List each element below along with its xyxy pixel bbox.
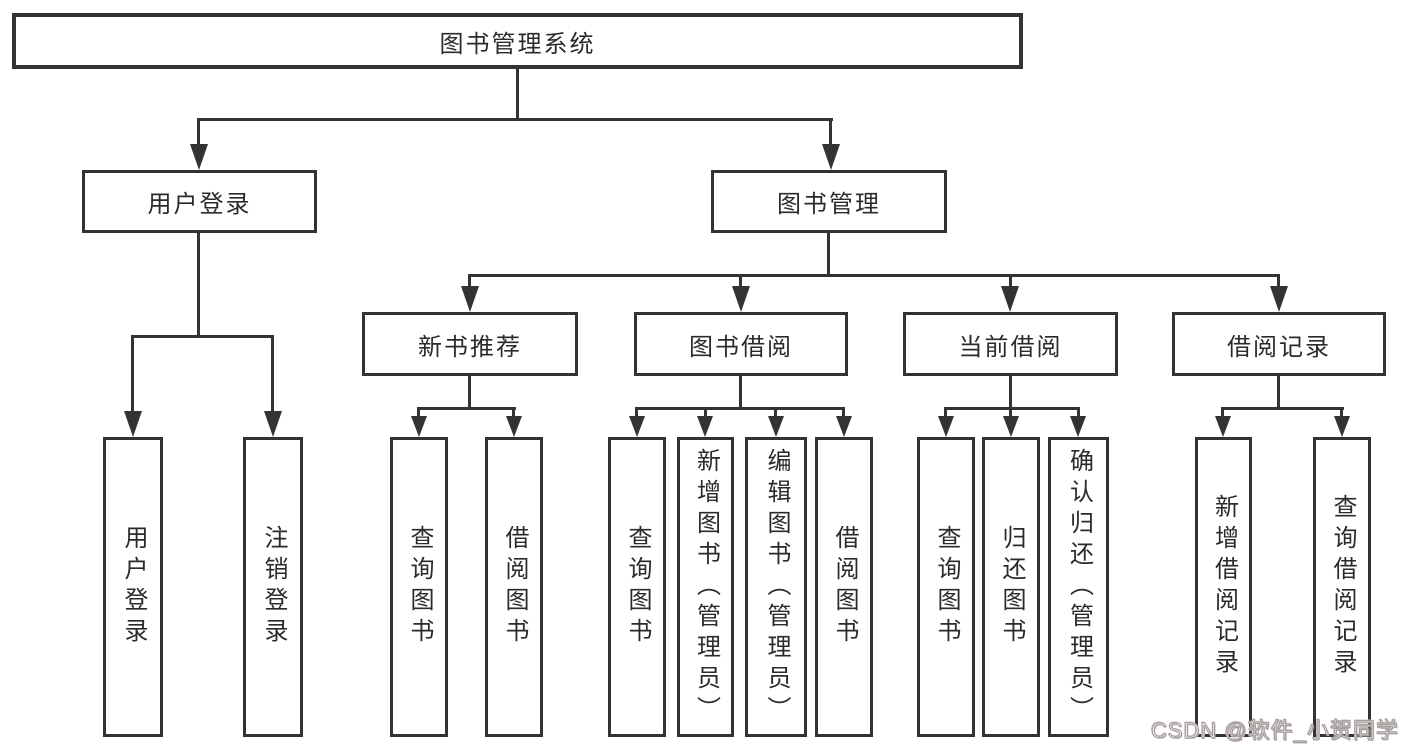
node-user-login-leaf: 用户登录 — [103, 437, 163, 737]
connector-line — [468, 274, 1280, 277]
arrow-down-icon — [697, 416, 713, 437]
node-label: 新增借阅记录 — [1210, 494, 1238, 680]
node-logout-leaf: 注销登录 — [243, 437, 303, 737]
arrow-down-icon — [732, 286, 750, 312]
node-current-borrow: 当前借阅 — [903, 312, 1118, 376]
node-label: 借阅图书 — [831, 525, 858, 649]
node-label: 用户登录 — [120, 525, 147, 649]
node-query-books-current: 查询图书 — [917, 437, 975, 737]
arrow-down-icon — [1003, 416, 1019, 437]
connector-line — [944, 407, 1080, 410]
arrow-down-icon — [461, 286, 479, 312]
connector-line — [635, 407, 845, 410]
connector-line — [1221, 410, 1224, 418]
node-borrow-books-recommend: 借阅图书 — [485, 437, 543, 737]
connector-line — [197, 121, 200, 147]
node-book-borrow: 图书借阅 — [634, 312, 848, 376]
node-borrow-records: 借阅记录 — [1172, 312, 1386, 376]
connector-line — [704, 410, 707, 418]
node-add-borrow-record: 新增借阅记录 — [1195, 437, 1252, 737]
node-borrow-books-leaf: 借阅图书 — [815, 437, 873, 737]
arrow-down-icon — [264, 411, 282, 437]
node-query-books-borrow: 查询图书 — [608, 437, 666, 737]
node-label: 新增图书（管理员） — [692, 447, 720, 727]
connector-line — [1009, 410, 1012, 418]
node-label: 查询图书 — [933, 525, 960, 649]
node-query-borrow-record: 查询借阅记录 — [1313, 437, 1371, 737]
connector-line — [468, 376, 471, 410]
connector-line — [842, 410, 845, 418]
connector-line — [1277, 277, 1280, 289]
connector-line — [516, 69, 519, 118]
arrow-down-icon — [1334, 416, 1350, 437]
node-label: 注销登录 — [260, 525, 287, 649]
node-user-login: 用户登录 — [82, 170, 317, 233]
connector-line — [1009, 277, 1012, 289]
arrow-down-icon — [822, 144, 840, 170]
arrow-down-icon — [768, 416, 784, 437]
connector-line — [827, 233, 830, 277]
node-label: 借阅图书 — [501, 525, 528, 649]
connector-line — [1277, 376, 1280, 410]
connector-line — [1221, 407, 1344, 410]
node-return-book: 归还图书 — [982, 437, 1040, 737]
connector-line — [197, 233, 200, 335]
arrow-down-icon — [411, 416, 427, 437]
arrow-down-icon — [1001, 286, 1019, 312]
arrow-down-icon — [190, 144, 208, 170]
arrow-down-icon — [1070, 416, 1086, 437]
node-label: 确认归还（管理员） — [1065, 447, 1093, 727]
connector-line — [829, 121, 832, 147]
node-label: 归还图书 — [998, 525, 1025, 649]
connector-line — [739, 277, 742, 289]
connector-line — [131, 338, 134, 412]
connector-line — [635, 410, 638, 418]
node-label: 查询借阅记录 — [1329, 494, 1356, 680]
node-label: 查询图书 — [406, 525, 433, 649]
connector-line — [197, 118, 833, 121]
watermark: CSDN @软件_小贺同学 — [1150, 717, 1399, 743]
arrow-down-icon — [124, 411, 142, 437]
arrow-down-icon — [1270, 286, 1288, 312]
connector-line — [739, 376, 742, 410]
arrow-down-icon — [938, 416, 954, 437]
connector-line — [131, 335, 274, 338]
node-label: 编辑图书（管理员） — [763, 447, 790, 727]
arrow-down-icon — [629, 416, 645, 437]
node-book-management: 图书管理 — [711, 170, 947, 233]
connector-line — [1077, 410, 1080, 418]
node-add-book-admin: 新增图书（管理员） — [677, 437, 734, 737]
node-label: 查询图书 — [624, 525, 651, 649]
connector-line — [1340, 410, 1343, 418]
arrow-down-icon — [836, 416, 852, 437]
connector-line — [417, 410, 420, 418]
node-edit-book-admin: 编辑图书（管理员） — [745, 437, 807, 737]
connector-line — [417, 407, 516, 410]
connector-line — [774, 410, 777, 418]
node-query-books-recommend: 查询图书 — [390, 437, 448, 737]
connector-line — [468, 277, 471, 289]
connector-line — [944, 410, 947, 418]
connector-line — [512, 410, 515, 418]
arrow-down-icon — [506, 416, 522, 437]
node-new-book-recommend: 新书推荐 — [362, 312, 578, 376]
connector-line — [271, 338, 274, 412]
connector-line — [1009, 376, 1012, 410]
arrow-down-icon — [1215, 416, 1231, 437]
node-root: 图书管理系统 — [12, 13, 1023, 69]
node-confirm-return-admin: 确认归还（管理员） — [1048, 437, 1109, 737]
